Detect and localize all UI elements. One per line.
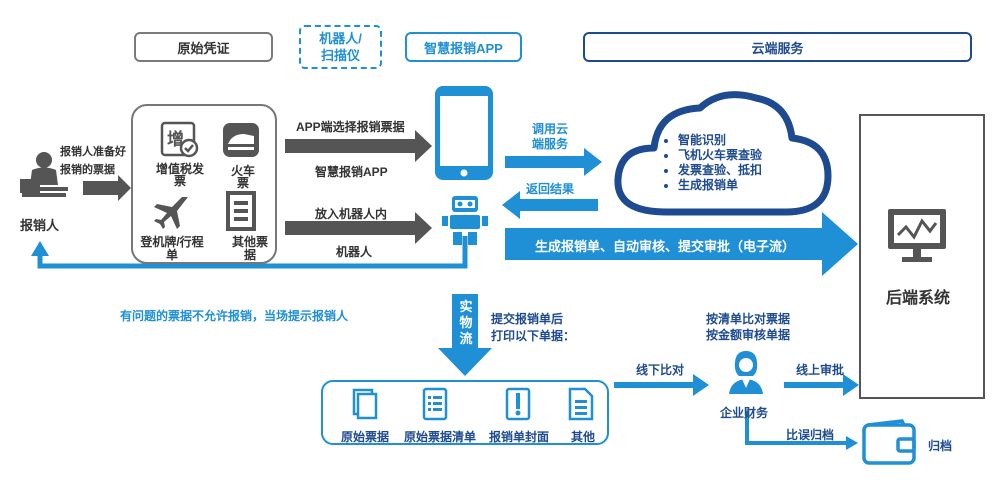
documents-box <box>321 380 609 445</box>
finance-label: 企业财务 <box>720 406 769 420</box>
doc-label-list: 原始票据清单 <box>404 430 477 444</box>
monitor-chart-icon <box>888 209 946 262</box>
backend-system-box <box>859 114 985 399</box>
doc-label-original: 原始票据 <box>341 430 390 444</box>
doc-label-other: 其他 <box>571 430 596 444</box>
voucher-box <box>131 104 277 264</box>
vat-invoice-icon: 增 <box>160 121 199 158</box>
header-original-voucher: 原始凭证 <box>134 32 273 62</box>
arrow-docs-to-finance <box>614 374 709 396</box>
finance-person-icon <box>729 351 763 394</box>
archive-line <box>745 411 848 445</box>
physical-flow-label: 实 物 流 <box>459 299 473 346</box>
voucher-label-other: 其他票 据 <box>231 235 268 262</box>
cloud-shape <box>614 91 832 216</box>
archive-label: 归档 <box>928 439 953 453</box>
feedback-loop-arrowhead <box>31 241 49 256</box>
call-cloud-label: 调用云 端服务 <box>532 122 569 151</box>
voucher-label-vat: 增值税发 票 <box>155 162 204 188</box>
robot-label: 机器人 <box>336 245 373 259</box>
online-approve-label: 线上审批 <box>796 363 845 377</box>
cloud-item: 发票查验、抵扣 <box>678 163 762 178</box>
cloud-service-list: 智能识别 飞机火车票查验 发票查验、抵扣 生成报销单 <box>664 133 762 193</box>
return-result-label: 返回结果 <box>526 182 575 196</box>
arrow-vouchers-to-app <box>285 130 432 162</box>
arrow-vouchers-to-robot <box>285 212 432 244</box>
voucher-label-train: 火车 票 <box>230 164 255 190</box>
smartphone-icon <box>435 86 493 180</box>
svg-text:增: 增 <box>167 129 184 150</box>
person-at-desk-icon <box>20 152 68 197</box>
put-robot-label: 放入机器人内 <box>315 207 388 221</box>
arrow-person-to-vouchers <box>83 175 131 201</box>
arrow-physical-flow <box>438 294 492 376</box>
arrow-cloud-to-robot <box>502 191 598 219</box>
wallet-archive-icon <box>862 419 916 465</box>
doc-label-cover: 报销单封面 <box>489 430 550 444</box>
document-icon <box>226 191 256 231</box>
backend-label: 后端系统 <box>886 290 951 307</box>
receipt-list-icon <box>422 387 448 421</box>
main-flow-label: 生成报销单、自动审核、提交审批（电子流） <box>535 239 796 254</box>
train-icon <box>223 123 259 157</box>
airplane-icon <box>154 197 188 229</box>
archive-arrowhead <box>846 436 858 450</box>
header-smart-app: 智慧报销APP <box>405 32 522 62</box>
voucher-label-boarding: 登机牌/行程 单 <box>140 235 204 262</box>
cloud-item: 飞机火车票查验 <box>678 148 762 163</box>
other-doc-icon <box>568 387 594 421</box>
arrow-main-flow <box>505 212 858 276</box>
offline-compare-label: 线下比对 <box>636 363 685 377</box>
feedback-loop-line <box>37 236 468 269</box>
submit-note: 提交报销单后 打印以下单据： <box>491 312 576 343</box>
cloud-item: 生成报销单 <box>678 178 762 193</box>
person-label: 报销人 <box>20 218 60 233</box>
header-robot-scanner: 机器人/ 扫描仪 <box>299 25 382 69</box>
original-receipt-icon <box>352 388 378 420</box>
arrow-app-to-cloud <box>505 148 602 176</box>
archive-note: 比误归档 <box>786 428 835 442</box>
arrow-finance-to-backend <box>784 374 859 396</box>
app-select-label: APP端选择报销票据 <box>296 120 405 134</box>
problem-note: 有问题的票据不允许报销，当场提示报销人 <box>120 309 349 323</box>
app-name-label: 智慧报销APP <box>315 165 388 179</box>
cloud-item: 智能识别 <box>678 133 762 148</box>
header-cloud-service: 云端服务 <box>583 32 972 62</box>
robot-icon <box>442 196 488 245</box>
compare-note: 按清单比对票据 按金额审核单据 <box>706 312 791 342</box>
person-note: 报销人准备好 报销的票据 <box>60 146 126 176</box>
cover-page-icon <box>505 387 531 421</box>
